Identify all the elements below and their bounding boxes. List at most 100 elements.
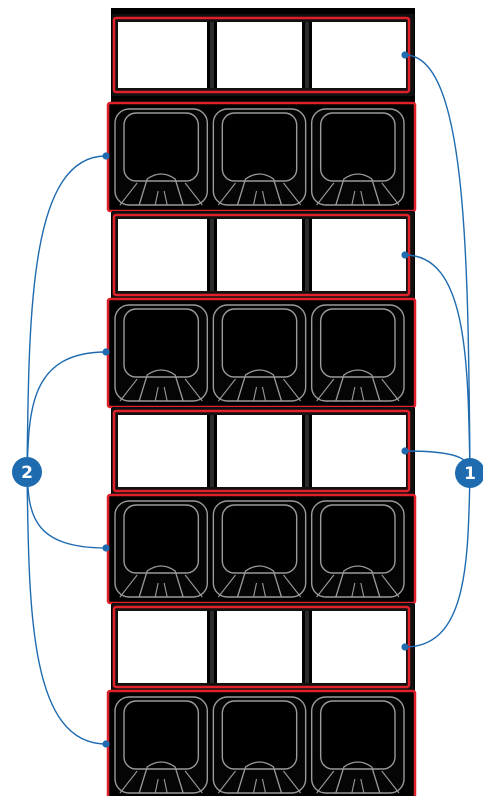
key-line bbox=[252, 778, 267, 794]
key-line bbox=[217, 182, 236, 206]
key-button bbox=[114, 696, 209, 794]
callout-1: 1 bbox=[455, 458, 483, 488]
key-line bbox=[119, 378, 138, 402]
key-line bbox=[283, 770, 302, 794]
key-line bbox=[184, 378, 203, 402]
key-line bbox=[316, 378, 335, 402]
key-face bbox=[123, 112, 200, 182]
key-line bbox=[154, 386, 168, 402]
lcd-divider-shade bbox=[210, 611, 214, 683]
key-button bbox=[114, 108, 209, 206]
lcd-divider-shade bbox=[305, 219, 309, 291]
lcd-panel bbox=[118, 611, 406, 683]
key-stem bbox=[138, 565, 184, 598]
key-button bbox=[212, 304, 307, 402]
key-stem bbox=[335, 565, 381, 598]
lcd-divider-shade bbox=[305, 415, 309, 487]
key-button-row-6 bbox=[106, 493, 417, 605]
key-face bbox=[123, 700, 200, 770]
leader-dot-2 bbox=[102, 740, 110, 748]
key-line bbox=[316, 182, 335, 206]
key-line bbox=[119, 770, 138, 794]
key-line bbox=[184, 182, 203, 206]
key-line bbox=[351, 582, 365, 598]
key-stem bbox=[138, 369, 184, 402]
key-line bbox=[381, 182, 400, 206]
key-face bbox=[123, 308, 200, 378]
leader-line-2 bbox=[26, 351, 107, 473]
lcd-display-strip-1 bbox=[112, 14, 414, 96]
key-line bbox=[217, 378, 236, 402]
key-face bbox=[221, 700, 298, 770]
key-button bbox=[212, 500, 307, 598]
key-line bbox=[184, 770, 203, 794]
key-line bbox=[252, 190, 267, 206]
leader-dot-1 bbox=[401, 643, 409, 651]
key-line bbox=[217, 574, 236, 598]
leader-lines bbox=[26, 51, 471, 748]
key-stem bbox=[335, 369, 381, 402]
key-line bbox=[351, 778, 365, 794]
key-line bbox=[154, 190, 168, 206]
leader-line-2 bbox=[26, 471, 107, 745]
key-line bbox=[119, 182, 138, 206]
callout-1-badge-icon bbox=[455, 458, 483, 488]
key-stem bbox=[236, 369, 283, 402]
key-face bbox=[319, 308, 396, 378]
lcd-divider-shade bbox=[210, 415, 214, 487]
key-button bbox=[310, 304, 405, 402]
key-stem bbox=[236, 761, 283, 794]
leader-dot-1 bbox=[401, 251, 409, 259]
leader-line-1 bbox=[404, 254, 471, 474]
lcd-panel bbox=[118, 22, 406, 88]
key-face bbox=[123, 504, 200, 574]
callout-2: 2 bbox=[12, 457, 42, 487]
key-line bbox=[283, 574, 302, 598]
key-line bbox=[283, 182, 302, 206]
key-line bbox=[381, 574, 400, 598]
leader-dot-1 bbox=[401, 447, 409, 455]
leader-line-2 bbox=[26, 471, 107, 549]
leader-dot-1 bbox=[401, 51, 409, 59]
callout-1-label: 1 bbox=[464, 464, 476, 484]
key-line bbox=[351, 386, 365, 402]
key-stem bbox=[236, 565, 283, 598]
key-line bbox=[119, 574, 138, 598]
key-button bbox=[310, 500, 405, 598]
key-stem bbox=[138, 173, 184, 206]
lcd-divider-shade bbox=[305, 22, 309, 88]
key-line bbox=[381, 378, 400, 402]
lcd-display-strip-5 bbox=[112, 407, 414, 495]
key-face bbox=[221, 308, 298, 378]
key-line bbox=[252, 386, 267, 402]
leader-dot-2 bbox=[102, 544, 110, 552]
lcd-display-strip-7 bbox=[112, 603, 414, 691]
callout-2-badge-icon bbox=[12, 457, 42, 487]
key-line bbox=[381, 770, 400, 794]
callout-2-label: 2 bbox=[21, 463, 33, 483]
key-face bbox=[319, 112, 396, 182]
lcd-divider-shade bbox=[305, 611, 309, 683]
key-button-row-8 bbox=[106, 689, 417, 796]
key-face bbox=[221, 112, 298, 182]
key-face bbox=[319, 504, 396, 574]
key-line bbox=[154, 582, 168, 598]
key-face bbox=[319, 700, 396, 770]
key-line bbox=[154, 778, 168, 794]
leader-line-1 bbox=[404, 472, 471, 648]
key-stem bbox=[335, 173, 381, 206]
key-line bbox=[316, 770, 335, 794]
key-stem bbox=[335, 761, 381, 794]
key-button bbox=[310, 108, 405, 206]
leader-dot-2 bbox=[102, 348, 110, 356]
lcd-display-strip-3 bbox=[112, 211, 414, 299]
key-line bbox=[217, 770, 236, 794]
lcd-divider-shade bbox=[210, 22, 214, 88]
key-line bbox=[351, 190, 365, 206]
rows-layer bbox=[106, 14, 417, 796]
key-line bbox=[316, 574, 335, 598]
leader-dot-2 bbox=[102, 152, 110, 160]
key-button bbox=[212, 696, 307, 794]
key-line bbox=[252, 582, 267, 598]
